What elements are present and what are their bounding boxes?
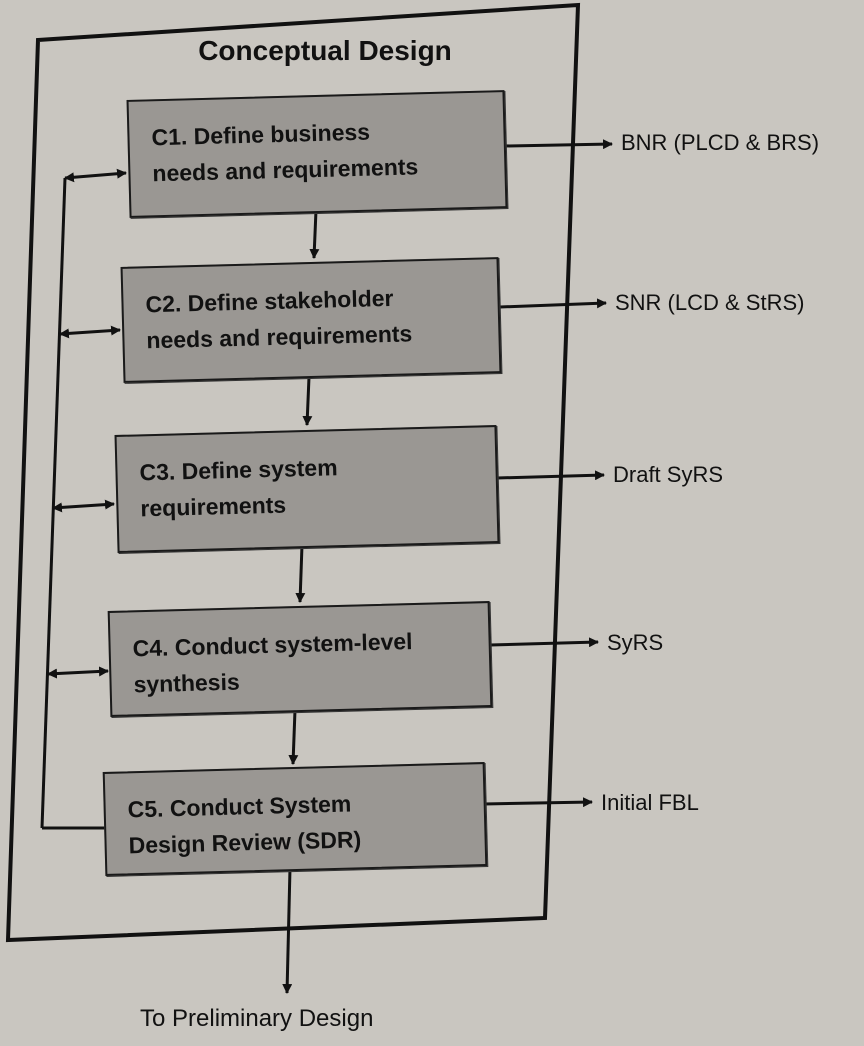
output-syrs: SyRS — [607, 630, 664, 655]
output-bnr: BNR (PLCD & BRS) — [621, 130, 820, 155]
output-arrow-2 — [499, 298, 607, 309]
output-initial-fbl: Initial FBL — [601, 790, 699, 815]
feedback-arrow-c4 — [47, 666, 109, 679]
output-draft-syrs: Draft SyRS — [613, 462, 724, 487]
step-c2: C2. Define stakeholder needs and require… — [120, 257, 502, 383]
step-c5-line2: Design Review (SDR) — [128, 826, 362, 859]
step-c3: C3. Define system requirements — [114, 425, 500, 553]
flow-arrow-out — [282, 867, 293, 994]
step-c3-line2: requirements — [140, 491, 287, 522]
output-arrow-3 — [496, 470, 605, 481]
feedback-line — [40, 177, 67, 829]
feedback-arrow-c2 — [59, 325, 121, 339]
feedback-arrow-c3 — [52, 499, 115, 513]
frame-border — [5, 2, 581, 943]
step-c5: C5. Conduct System Design Review (SDR) — [102, 762, 488, 876]
output-arrow-5 — [483, 797, 593, 808]
step-c2-line2: needs and requirements — [146, 320, 413, 354]
step-c4: C4. Conduct system-level synthesis — [107, 601, 493, 717]
feedback-arrow-c1 — [64, 168, 127, 183]
diagram-title: Conceptual Design — [198, 35, 452, 66]
flow-arrow-4 — [288, 709, 299, 765]
flow-arrow-1 — [309, 209, 320, 259]
output-snr: SNR (LCD & StRS) — [615, 290, 805, 315]
output-arrow-4 — [489, 637, 599, 648]
footer-label: To Preliminary Design — [140, 1005, 374, 1032]
step-c1: C1. Define business needs and requiremen… — [126, 90, 508, 218]
flow-arrow-3 — [295, 544, 306, 603]
step-c1-line2: needs and requirements — [152, 153, 419, 187]
step-c4-line2: synthesis — [133, 668, 241, 698]
flow-arrow-2 — [302, 376, 313, 426]
output-arrow-1 — [504, 139, 613, 150]
